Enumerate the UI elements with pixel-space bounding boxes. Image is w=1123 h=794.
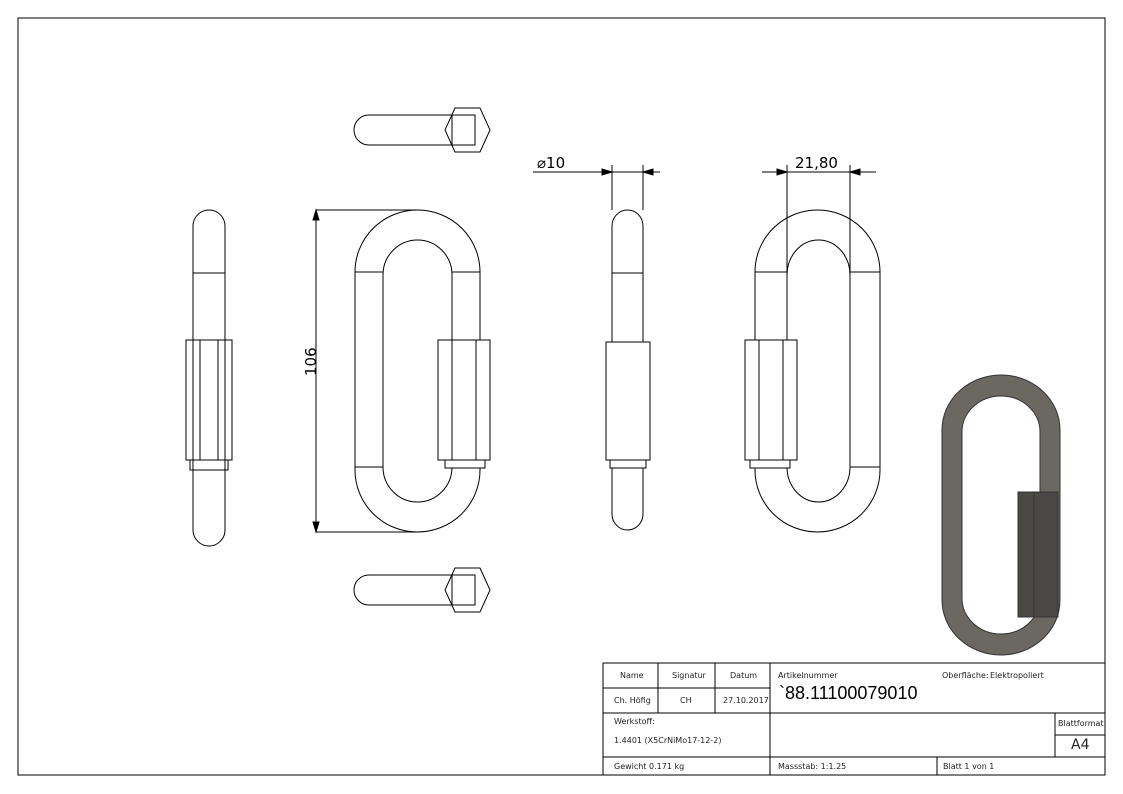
side-view-right: [533, 165, 660, 531]
name-label: Name: [620, 671, 644, 680]
article-label: Artikelnummer: [778, 671, 838, 680]
surface-value: Elektropoliert: [990, 671, 1044, 680]
date-value: 27.10.2017: [723, 696, 769, 705]
name-value: Ch. Höfig: [614, 696, 651, 705]
top-view: [353, 107, 491, 153]
sheet-border: [17, 17, 1106, 776]
dimension-diameter: ⌀10: [537, 154, 565, 172]
dimension-height: 106: [302, 347, 320, 376]
isometric-render: [941, 374, 1061, 656]
surface-label: Oberfläche:: [942, 671, 989, 680]
front-view: [312, 208, 491, 534]
format-value: A4: [1071, 737, 1090, 753]
signature-value: CH: [680, 696, 692, 705]
front-view-rear: [744, 165, 881, 533]
side-view-left: [185, 209, 233, 547]
material-value: 1.4401 (X5CrNiMo17-12-2): [614, 736, 722, 745]
scale: Massstab: 1:1.25: [778, 762, 847, 771]
weight: Gewicht 0.171 kg: [614, 762, 685, 771]
signature-label: Signatur: [672, 671, 706, 680]
date-label: Datum: [730, 671, 758, 680]
bottom-view: [353, 567, 491, 613]
dimension-width: 21,80: [795, 154, 838, 172]
format-label: Blattformat: [1058, 719, 1104, 728]
title-block-grid: [602, 662, 1106, 776]
sheet-number: Blatt 1 von 1: [943, 762, 995, 771]
material-label: Werkstoff:: [614, 717, 655, 726]
article-number: `88.11100079010: [779, 683, 918, 703]
